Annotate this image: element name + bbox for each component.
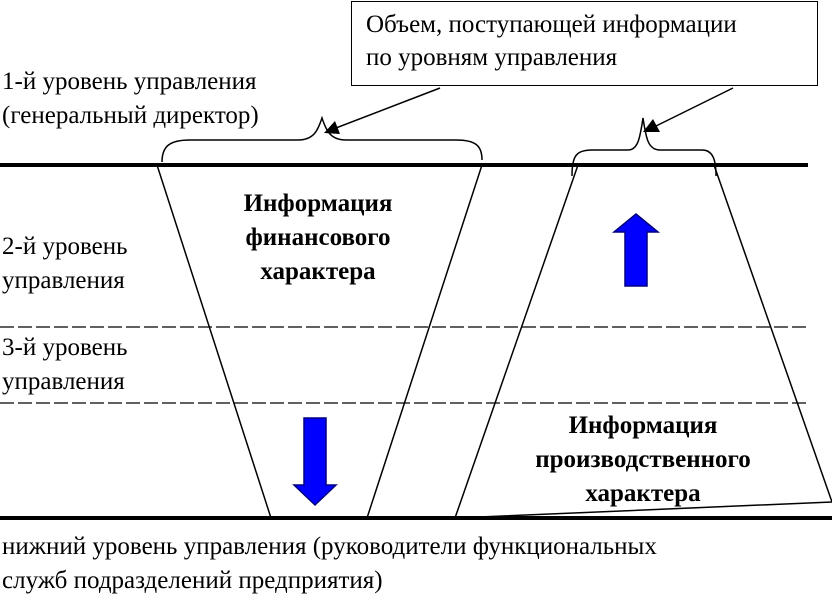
- production-info-label: Информация производственного характера: [535, 412, 751, 507]
- callout-pointer-right: [655, 87, 734, 127]
- level-3-label: 3-й уровень управления: [2, 334, 128, 395]
- level-1-label: 1-й уровень управления (генеральный дире…: [2, 68, 259, 129]
- callout-box: Объем, поступающей информации по уровням…: [351, 1, 818, 86]
- financial-brace: [161, 115, 483, 163]
- callout-arrowhead-left: [324, 121, 340, 134]
- bottom-level-label: нижний уровень управления (руководители …: [2, 533, 657, 594]
- financial-info-label: Информация финансового характера: [243, 190, 393, 285]
- callout-pointer-left: [335, 87, 441, 129]
- level-2-label: 2-й уровень управления: [2, 233, 128, 294]
- callout-text-line2: по уровням управления: [366, 44, 618, 71]
- arrow-up-icon: [611, 213, 661, 287]
- production-brace: [571, 117, 717, 177]
- callout-text-line1: Объем, поступающей информации: [366, 11, 737, 38]
- arrow-down-icon: [292, 417, 338, 507]
- callout-arrowhead-right: [643, 119, 660, 132]
